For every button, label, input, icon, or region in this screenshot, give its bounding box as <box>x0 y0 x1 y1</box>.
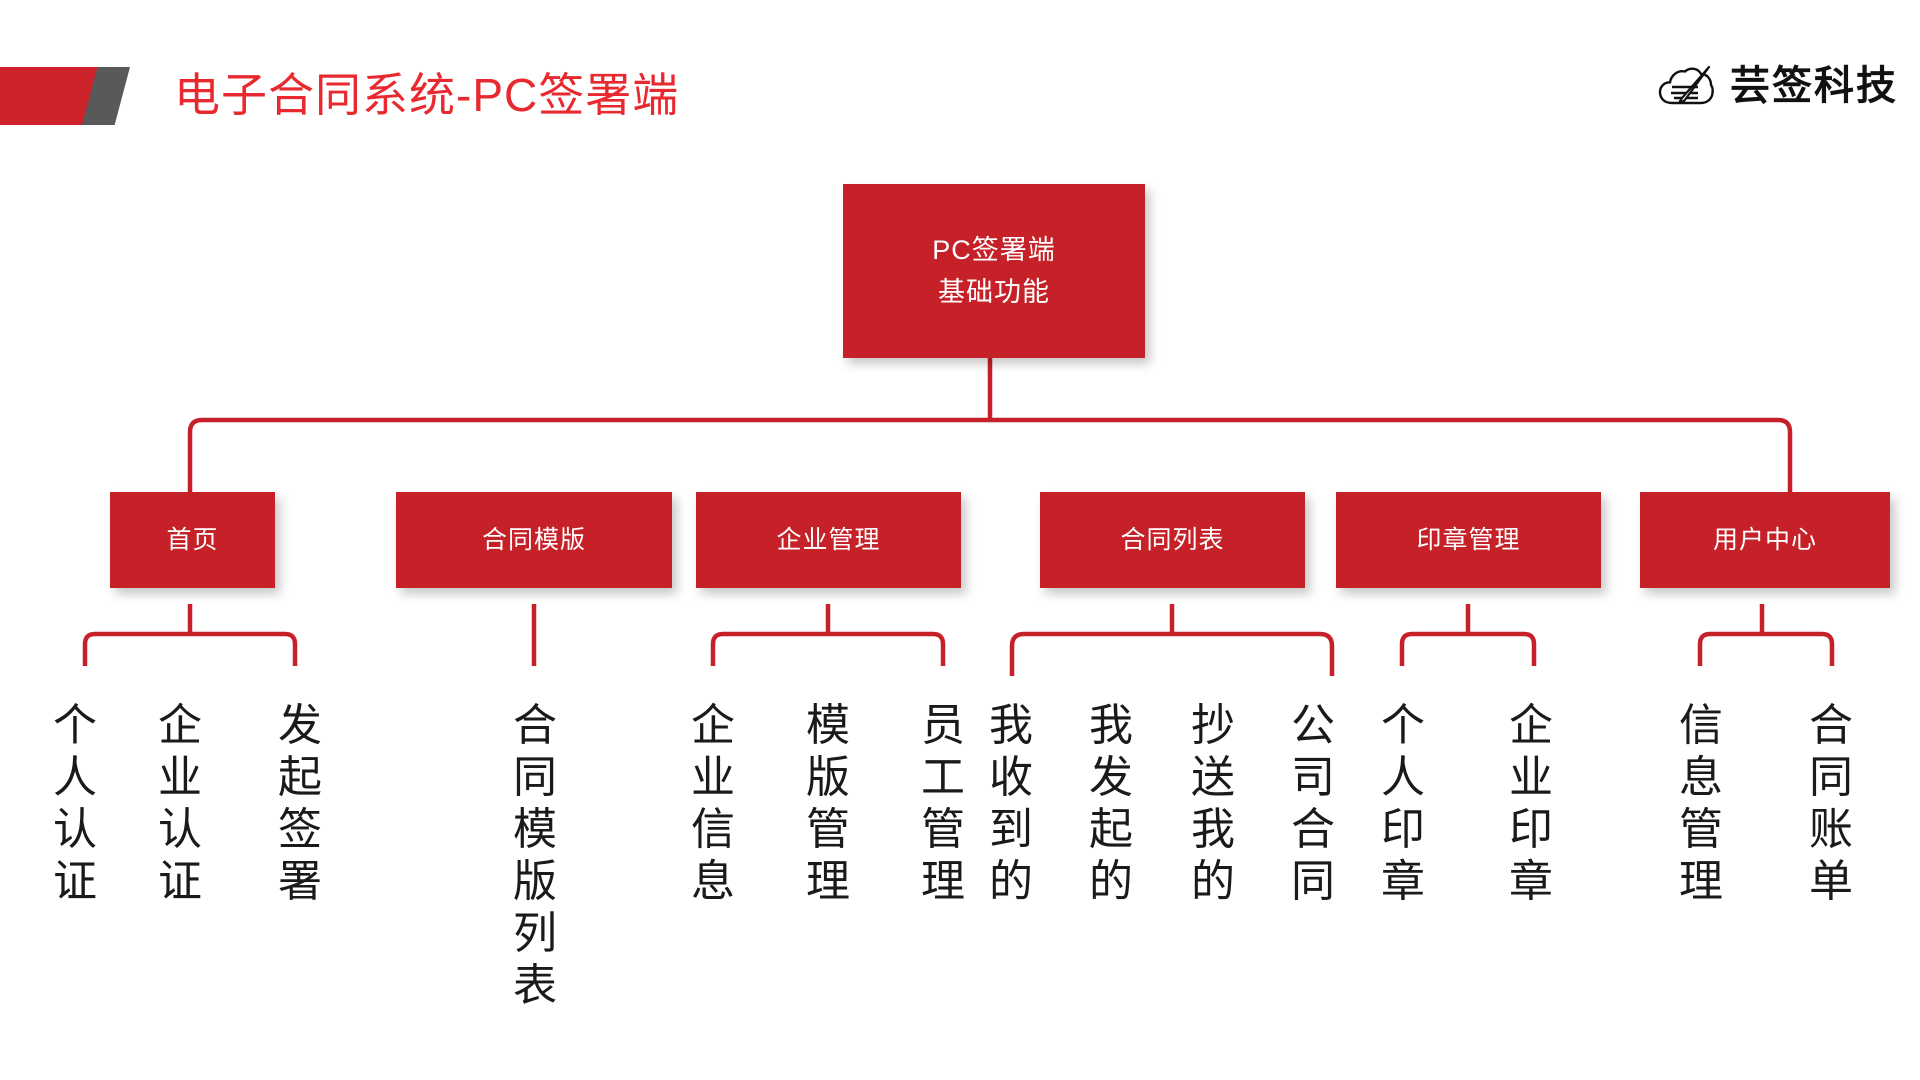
leaf-enterprise-info[interactable]: 企业信息 <box>691 701 735 906</box>
bracket-usercenter <box>1697 631 1835 666</box>
bracket-contractlist <box>1009 631 1335 676</box>
page-title: 电子合同系统-PC签署端 <box>174 69 680 121</box>
node-contract-template[interactable]: 合同模版 <box>396 492 672 588</box>
leaf-template-list[interactable]: 合同模版列表 <box>513 701 557 1010</box>
leaf-initiate-sign[interactable]: 发起签署 <box>278 701 322 906</box>
node-seal-manage[interactable]: 印章管理 <box>1336 492 1601 588</box>
leaf-personal-auth[interactable]: 个人认证 <box>53 701 97 906</box>
leaf-initiated-by-me[interactable]: 我发起的 <box>1089 701 1133 906</box>
bracket-sealmanage <box>1399 631 1537 666</box>
node-user-center[interactable]: 用户中心 <box>1640 492 1890 588</box>
bracket-enterprise <box>710 631 946 666</box>
leaf-template-manage[interactable]: 模版管理 <box>806 701 850 906</box>
bracket-homepage <box>82 631 298 666</box>
node-root-line2: 基础功能 <box>937 277 1050 307</box>
node-homepage[interactable]: 首页 <box>110 492 275 588</box>
leaf-cc-to-me[interactable]: 抄送我的 <box>1191 701 1235 906</box>
leaf-received-by-me[interactable]: 我收到的 <box>989 701 1033 906</box>
main-bracket <box>187 417 1793 477</box>
cloud-pen-icon <box>1658 65 1714 105</box>
brand-name: 芸签科技 <box>1730 64 1898 108</box>
node-contract-list[interactable]: 合同列表 <box>1040 492 1305 588</box>
leaf-personal-seal[interactable]: 个人印章 <box>1381 701 1425 906</box>
header-decoration <box>0 67 130 125</box>
node-root-line1: PC签署端 <box>932 235 1056 265</box>
leaf-enterprise-seal[interactable]: 企业印章 <box>1509 701 1553 906</box>
brand-logo: 芸签科技 <box>1658 62 1898 110</box>
leaf-staff-manage[interactable]: 员工管理 <box>921 701 965 906</box>
node-enterprise-manage[interactable]: 企业管理 <box>696 492 961 588</box>
leaf-enterprise-auth[interactable]: 企业认证 <box>158 701 202 906</box>
leaf-info-manage[interactable]: 信息管理 <box>1679 701 1723 906</box>
leaf-contract-bill[interactable]: 合同账单 <box>1809 701 1853 906</box>
leaf-company-contract[interactable]: 公司合同 <box>1291 701 1335 906</box>
node-root[interactable]: PC签署端 基础功能 <box>843 184 1145 358</box>
